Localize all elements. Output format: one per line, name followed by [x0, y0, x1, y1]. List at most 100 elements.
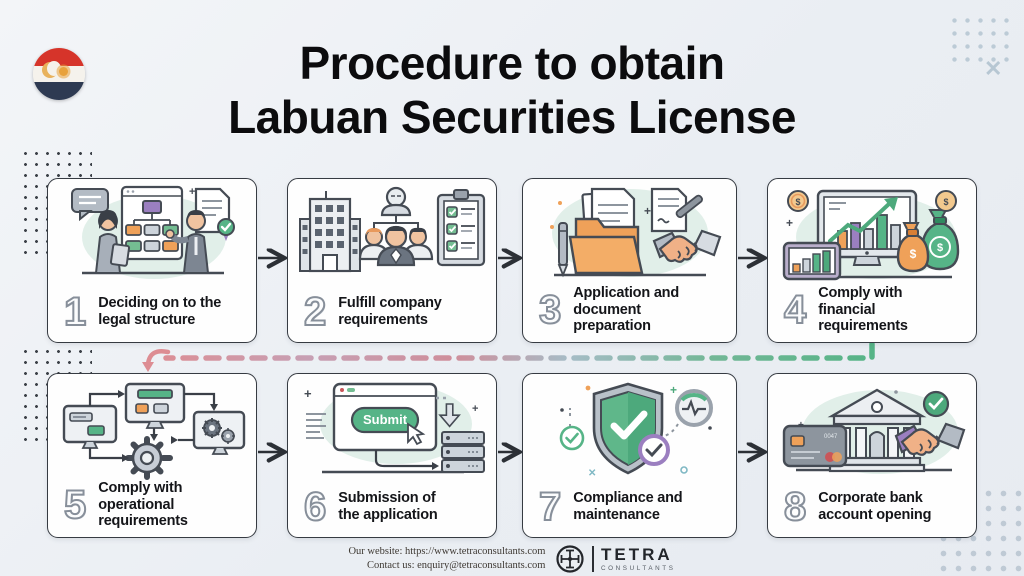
- businesswoman-figure: [94, 210, 131, 274]
- step-label: Application and document preparation: [573, 285, 680, 335]
- step-card-2: 2 Fulfill company requirements: [287, 178, 497, 343]
- svg-text:+: +: [189, 186, 195, 198]
- svg-text:$: $: [795, 197, 800, 207]
- step-caption: 3 Application and document preparation: [531, 285, 728, 335]
- server-stack-icon: [441, 431, 485, 473]
- team-hierarchy-icon: [358, 186, 434, 267]
- dollar-coin-icon: $: [787, 190, 809, 212]
- svg-text:+: +: [786, 216, 793, 230]
- curved-arrow: [374, 450, 432, 468]
- green-check-badge-icon: [559, 425, 584, 451]
- handshake-icon: [894, 422, 966, 456]
- svg-text:0047: 0047: [824, 434, 838, 440]
- legal-structure-illustration: +: [56, 185, 248, 285]
- step-card-1: + 1 Deciding on to the legal structure: [47, 178, 257, 343]
- svg-text:$: $: [943, 197, 948, 207]
- step-card-5: 5 Comply with operational requirements: [47, 373, 257, 538]
- svg-text:+: +: [644, 204, 651, 218]
- text-lines-icon: [306, 413, 326, 439]
- return-arrow-head: [142, 362, 154, 372]
- step-card-7: + ✕ 7 Compliance and maintenance: [522, 373, 737, 538]
- step-number: 6: [303, 485, 327, 529]
- x-decoration-icon: ✕: [984, 56, 1003, 81]
- operational-requirements-illustration: [56, 380, 248, 480]
- step-number: 7: [538, 485, 562, 529]
- step-caption: 8 Corporate bank account opening: [776, 485, 968, 529]
- step-number: 8: [783, 485, 807, 529]
- signed-document-icon: +: [644, 187, 703, 233]
- bank-account-illustration: + 0047: [776, 380, 968, 480]
- footer: Our website: https://www.tetraconsultant…: [0, 544, 1024, 574]
- document-preparation-illustration: +: [531, 185, 728, 285]
- compliance-shield-illustration: + ✕: [531, 380, 728, 480]
- pulse-monitor-badge-icon: [674, 389, 713, 427]
- dollar-coin-icon: $: [935, 190, 957, 212]
- step-card-3: + 3 Application and document preparation: [522, 178, 737, 343]
- transfer-arrow-icon: [436, 396, 461, 428]
- cursor-icon: [407, 422, 426, 446]
- step-number: 3: [538, 287, 562, 332]
- return-arrow-curve: [145, 349, 171, 367]
- svg-text:✕: ✕: [588, 468, 596, 479]
- step-caption: 6 Submission of the application: [296, 485, 488, 529]
- logo-divider: [592, 546, 594, 572]
- step-caption: 5 Comply with operational requirements: [56, 480, 248, 530]
- brand-subtitle: CONSULTANTS: [600, 565, 676, 572]
- step-number: 4: [783, 287, 807, 332]
- purple-check-badge-icon: [637, 434, 670, 466]
- step-label: Comply with financial requirements: [818, 285, 908, 335]
- step-caption: 4 Comply with financial requirements: [776, 285, 968, 335]
- step-caption: 2 Fulfill company requirements: [296, 290, 488, 334]
- footer-website-text: Our website: https://www.tetraconsultant…: [348, 545, 546, 557]
- footer-contact-text: Contact us: enquiry@tetraconsultants.com: [366, 560, 546, 571]
- tetra-compass-logo-icon: [556, 545, 585, 573]
- step-number: 2: [303, 290, 327, 334]
- monitor-right-icon: [192, 410, 246, 455]
- step-caption: 1 Deciding on to the legal structure: [56, 290, 248, 334]
- flag-sun-icon: [59, 66, 68, 76]
- svg-text:+: +: [472, 403, 478, 415]
- footer-contact-block: Our website: https://www.tetraconsultant…: [348, 545, 545, 573]
- step-card-4: $ + $: [767, 178, 977, 343]
- office-building-icon: [299, 191, 361, 273]
- flag-red-stripe: [33, 48, 85, 66]
- page-title-line1: Procedure to obtain: [299, 37, 725, 89]
- flag-crescent-icon: [42, 60, 61, 78]
- mini-chart-tablet-icon: [782, 241, 842, 281]
- brand-text-block: TETRA CONSULTANTS: [601, 546, 676, 572]
- step-card-8: + 0047: [767, 373, 977, 538]
- svg-text:$: $: [910, 247, 917, 261]
- central-gear-icon: [125, 436, 173, 480]
- step-label: Compliance and maintenance: [573, 490, 683, 523]
- checklist-clipboard-icon: [436, 189, 486, 267]
- step-number: 1: [63, 290, 87, 334]
- step-label: Corporate bank account opening: [818, 490, 932, 523]
- approval-check-icon: [922, 390, 950, 418]
- tetra-consultants-logo: TETRA CONSULTANTS: [555, 544, 675, 574]
- brand-name: TETRA: [600, 545, 673, 564]
- step-number: 5: [63, 482, 87, 527]
- flag-white-stripe: [33, 60, 85, 83]
- page-title: Procedure to obtain Labuan Securities Li…: [0, 36, 1024, 145]
- money-bags-icon: $ $: [896, 209, 960, 273]
- step-label: Comply with operational requirements: [98, 480, 188, 530]
- svg-text:+: +: [304, 386, 312, 401]
- credit-card-icon: 0047: [782, 424, 848, 468]
- svg-text:$: $: [937, 242, 943, 254]
- svg-text:+: +: [670, 383, 677, 397]
- businessman-figure: [165, 210, 210, 274]
- company-requirements-illustration: [296, 185, 488, 285]
- growth-chart-monitor-icon: [816, 189, 918, 266]
- step-label: Fulfill company requirements: [338, 295, 442, 328]
- folder-documents-icon: [568, 187, 643, 275]
- org-chart-icon: [120, 185, 184, 261]
- financial-requirements-illustration: $ + $: [776, 185, 968, 285]
- step-card-6: + + Submit: [287, 373, 497, 538]
- submit-button-label: Submit: [363, 412, 408, 427]
- labuan-flag-icon: [33, 48, 85, 100]
- pen-icon: [557, 222, 568, 278]
- step-caption: 7 Compliance and maintenance: [531, 485, 728, 529]
- monitor-top-icon: [124, 382, 186, 429]
- page-title-line2: Labuan Securities License: [228, 91, 796, 144]
- handshake-icon: [652, 229, 721, 263]
